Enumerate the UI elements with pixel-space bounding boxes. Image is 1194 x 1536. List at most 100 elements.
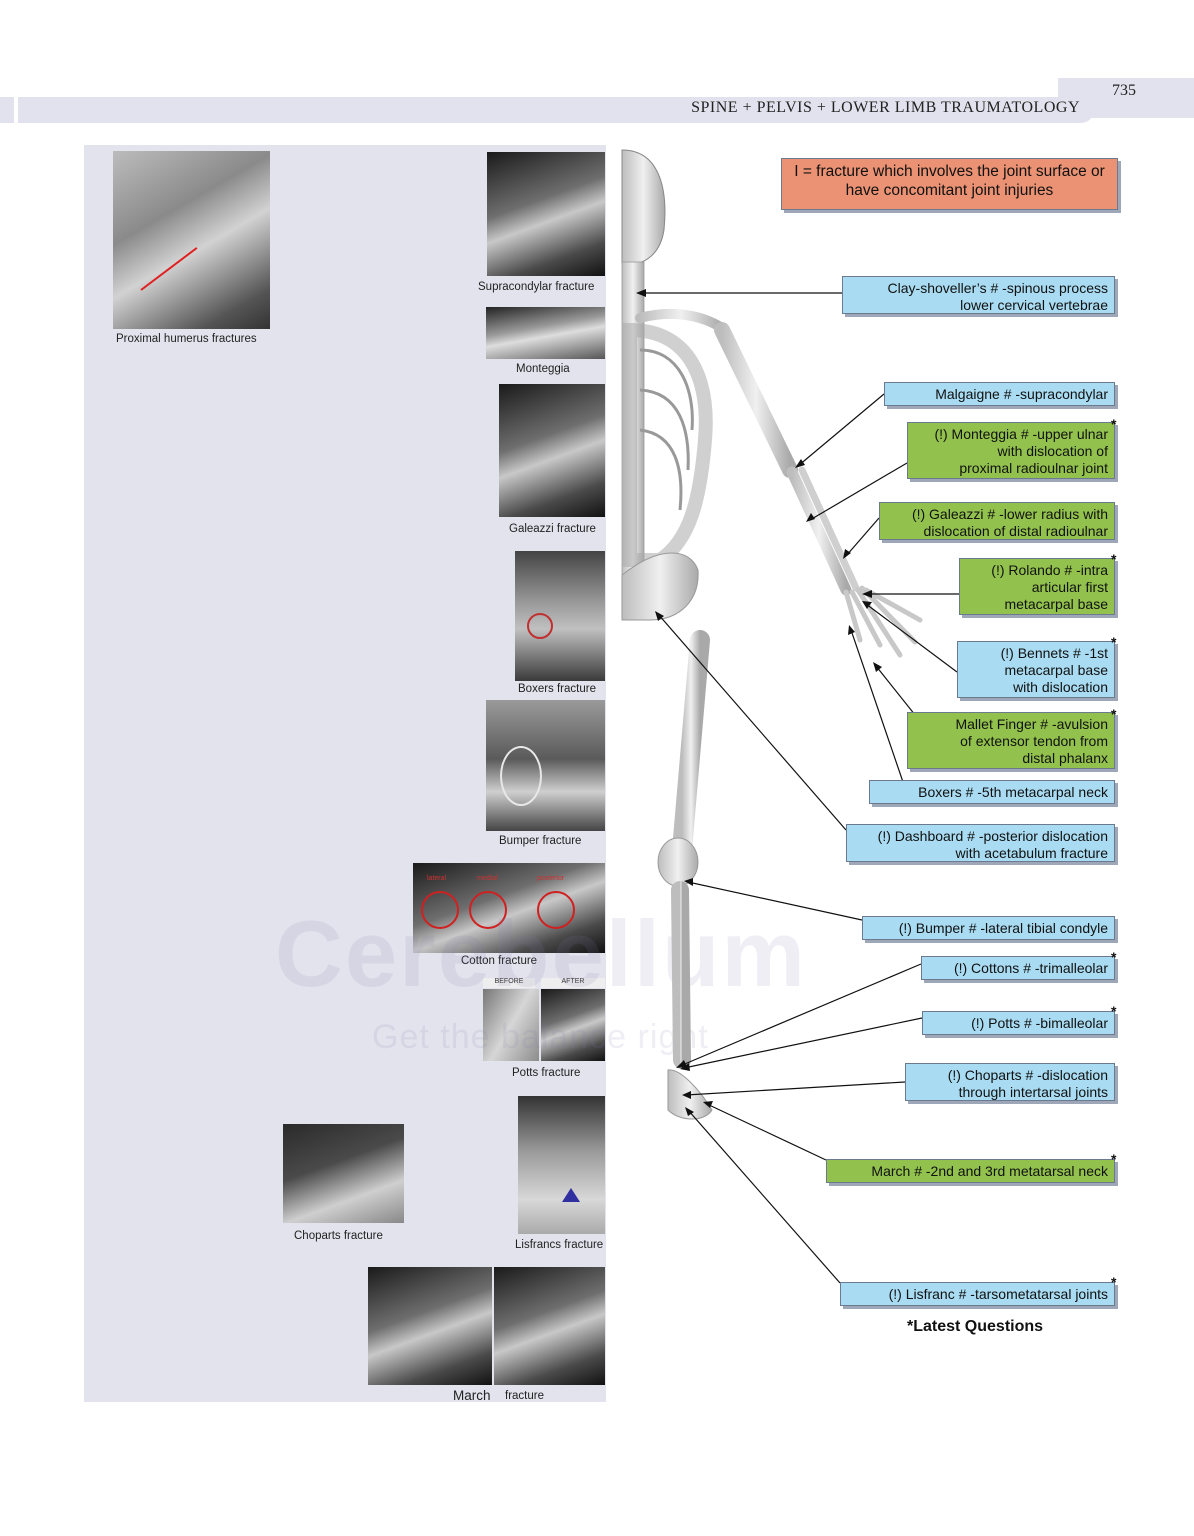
label-lisfranc: (!) Lisfranc # -tarsometatarsal joints: [840, 1282, 1115, 1306]
watermark-brand: Cerebellum: [275, 901, 807, 1006]
latest-star: *: [1111, 706, 1117, 722]
boxers-caption: Boxers fracture: [518, 683, 596, 695]
label-line: Clay-shoveller’s # -spinous process: [887, 280, 1108, 296]
label-line: (!) Cottons # -trimalleolar: [953, 960, 1108, 976]
label-line: (!) Bumper # -lateral tibial condyle: [898, 920, 1108, 936]
blue-arrow-icon: [562, 1188, 580, 1202]
label-malgaigne: Malgaigne # -supracondylar: [884, 382, 1115, 406]
label-line: (!) Dashboard # -posterior dislocation: [877, 828, 1108, 844]
boxers-image: [515, 551, 605, 681]
latest-star: *: [1111, 416, 1117, 432]
label-potts: (!) Potts # -bimalleolar: [922, 1011, 1115, 1035]
fracture-circle: [421, 891, 459, 929]
latest-star: *: [1111, 949, 1117, 965]
label-line: dislocation of distal radioulnar: [923, 523, 1108, 539]
potts-image-after: [541, 989, 605, 1061]
page-number: 735: [1112, 82, 1136, 99]
humerus: [714, 322, 798, 478]
label-bumper: (!) Bumper # -lateral tibial condyle: [862, 916, 1115, 940]
footnote-text: Latest Questions: [913, 1318, 1044, 1335]
label-line: of extensor tendon from: [960, 733, 1108, 749]
label-line: (!) Monteggia # -upper ulnar: [934, 426, 1108, 442]
choparts-image: [283, 1124, 404, 1223]
page-title: SPINE + PELVIS + LOWER LIMB TRAUMATOLOGY: [691, 99, 1080, 116]
march-image-right: [494, 1267, 605, 1385]
label-mallet-finger: Mallet Finger # -avulsion of extensor te…: [907, 712, 1115, 769]
proximal-humerus-image: [113, 151, 270, 329]
latest-star: *: [1111, 634, 1117, 650]
latest-star: *: [1111, 1274, 1117, 1290]
forearm: [786, 466, 852, 596]
label-line: Boxers # -5th metacarpal neck: [918, 784, 1108, 800]
label-line: (!) Rolando # -intra: [991, 562, 1108, 578]
label-line: (!) Bennets # -1st: [1000, 645, 1108, 661]
label-line: with acetabulum fracture: [955, 845, 1108, 861]
label-line: proximal radioulnar joint: [959, 460, 1108, 476]
label-line: Mallet Finger # -avulsion: [955, 716, 1108, 732]
label-line: (!) Choparts # -dislocation: [947, 1067, 1108, 1083]
label-line: metacarpal base: [1004, 662, 1108, 678]
label-rolando: (!) Rolando # -intra articular first met…: [959, 558, 1115, 615]
potts-after-label: AFTER: [541, 978, 605, 988]
header-stub: [0, 97, 14, 123]
header-bar: [18, 97, 1094, 123]
label-choparts: (!) Choparts # -dislocation through inte…: [905, 1063, 1115, 1101]
label-clay-shoveller: Clay-shoveller’s # -spinous process lowe…: [842, 276, 1115, 314]
label-bennets: (!) Bennets # -1st metacarpal base with …: [957, 641, 1115, 698]
footnote-star: *: [907, 1318, 914, 1335]
label-line: Malgaigne # -supracondylar: [935, 386, 1108, 402]
label-galeazzi: (!) Galeazzi # -lower radius with disloc…: [879, 502, 1115, 540]
cotton-label-posterior: posterior: [537, 875, 565, 882]
label-line: (!) Potts # -bimalleolar: [971, 1015, 1108, 1031]
label-cottons: (!) Cottons # -trimalleolar: [921, 956, 1115, 980]
label-line: articular first: [1031, 579, 1108, 595]
label-line: (!) Lisfranc # -tarsometatarsal joints: [888, 1286, 1108, 1302]
supracondylar-image: [487, 152, 605, 276]
label-boxers: Boxers # -5th metacarpal neck: [869, 780, 1115, 804]
march-image-left: [368, 1267, 492, 1385]
hand: [843, 585, 923, 658]
label-line: through intertarsal joints: [958, 1084, 1108, 1100]
cotton-image: lateral medial posterior: [413, 863, 605, 953]
label-line: with dislocation: [1013, 679, 1108, 695]
latest-star: *: [1111, 1151, 1117, 1167]
clavicle: [635, 308, 727, 333]
bumper-image: [486, 700, 605, 831]
potts-image-before: [483, 989, 539, 1061]
latest-questions-note: *Latest Questions: [907, 1318, 1043, 1336]
galeazzi-image: [499, 384, 605, 517]
proximal-humerus-caption: Proximal humerus fractures: [116, 333, 257, 345]
potts-before-label: BEFORE: [483, 978, 535, 988]
march-caption-main: March: [453, 1388, 491, 1403]
page-number-tab: [1058, 78, 1194, 118]
latest-star: *: [1111, 1003, 1117, 1019]
label-line: March # -2nd and 3rd metatarsal neck: [871, 1163, 1108, 1179]
supracondylar-caption: Supracondylar fracture: [478, 281, 595, 293]
lisfrancs-image: [518, 1096, 605, 1234]
latest-star: *: [1111, 551, 1117, 567]
potts-caption: Potts fracture: [512, 1067, 581, 1079]
pointer-lines: [640, 292, 959, 1284]
label-line: metacarpal base: [1004, 596, 1108, 612]
skull: [621, 149, 666, 265]
label-monteggia: (!) Monteggia # -upper ulnar with disloc…: [907, 422, 1115, 479]
galeazzi-caption: Galeazzi fracture: [509, 523, 596, 535]
pointer-arrowheads: [636, 289, 882, 1116]
label-march: March # -2nd and 3rd metatarsal neck: [826, 1159, 1115, 1183]
tibia: [671, 881, 691, 1069]
bumper-caption: Bumper fracture: [499, 835, 582, 847]
cotton-label-medial: medial: [477, 875, 498, 882]
ribcage: [623, 322, 713, 567]
legend-box: I = fracture which involves the joint su…: [781, 158, 1118, 210]
label-line: (!) Galeazzi # -lower radius with: [911, 506, 1108, 522]
femur: [672, 630, 710, 860]
cotton-caption: Cotton fracture: [461, 955, 538, 967]
label-dashboard: (!) Dashboard # -posterior dislocation w…: [846, 824, 1115, 862]
monteggia-image: [486, 307, 605, 359]
fracture-circle: [527, 613, 553, 639]
lisfrancs-caption: Lisfrancs fracture: [515, 1239, 604, 1251]
fracture-circle: [537, 891, 575, 929]
label-line: lower cervical vertebrae: [960, 297, 1108, 313]
march-caption-small: fracture: [505, 1390, 544, 1402]
